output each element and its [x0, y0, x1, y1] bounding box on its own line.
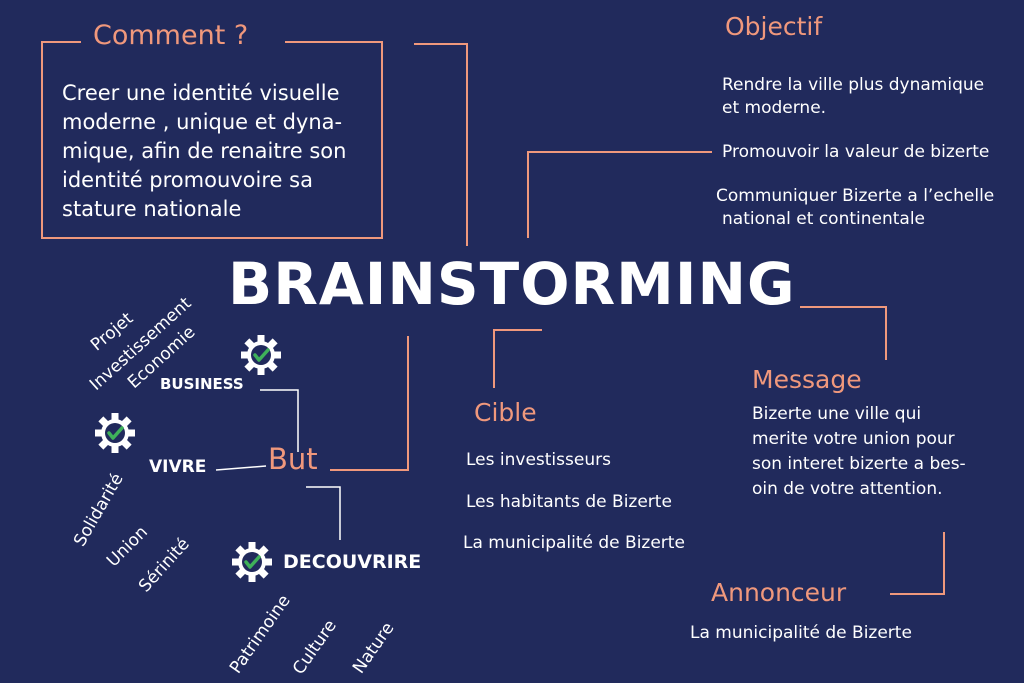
annonceur-heading: Annonceur: [711, 578, 847, 607]
cible-item: Les investisseurs: [466, 450, 611, 470]
comment-heading: Comment ?: [93, 20, 249, 51]
comment-line: stature nationale: [62, 197, 242, 221]
message-connector: [800, 306, 887, 360]
message-line: merite votre union pour: [752, 429, 955, 449]
comment-line: Creer une identité visuelle: [62, 81, 340, 105]
comment-connector: [414, 43, 468, 246]
annonceur-connector: [890, 532, 945, 595]
vivre-connector: [215, 465, 267, 471]
objectif-connector: [527, 151, 712, 238]
comment-line: identité promouvoire sa: [62, 168, 313, 192]
objectif-item: Rendre la ville plus dynamique: [722, 75, 985, 95]
objectif-item: Promouvoir la valeur de bizerte: [722, 142, 990, 162]
objectif-heading: Objectif: [725, 12, 823, 41]
gear-check-icon: [95, 413, 135, 453]
business-label: BUSINESS: [160, 375, 244, 393]
decouvrire-connector: [306, 486, 341, 540]
cible-connector: [493, 329, 542, 388]
comment-line: moderne , unique et dyna-: [62, 110, 343, 134]
message-heading: Message: [752, 365, 862, 394]
business-connector: [260, 389, 299, 452]
objectif-item: Communiquer Bizerte a l’echelle: [716, 186, 995, 206]
message-line: Bizerte une ville qui: [752, 404, 922, 424]
vivre-label: VIVRE: [149, 457, 207, 477]
comment-box-frame: [41, 41, 383, 239]
cible-item: La municipalité de Bizerte: [463, 533, 685, 553]
message-line: son interet bizerte a bes-: [752, 454, 966, 474]
decouvrire-label: DECOUVRIRE: [283, 551, 422, 573]
comment-line: mique, afin de renaitre son: [62, 139, 347, 163]
gear-check-icon: [232, 542, 272, 582]
cible-heading: Cible: [474, 398, 537, 427]
cible-item: Les habitants de Bizerte: [466, 492, 672, 512]
but-connector: [330, 336, 409, 471]
annonceur-text: La municipalité de Bizerte: [690, 623, 912, 643]
objectif-item: et moderne.: [722, 98, 827, 118]
gear-check-icon: [241, 335, 281, 375]
but-heading: But: [268, 442, 318, 476]
message-line: oin de votre attention.: [752, 479, 943, 499]
page-title: BRAINSTORMING: [228, 250, 796, 318]
objectif-item: national et continentale: [722, 209, 926, 229]
